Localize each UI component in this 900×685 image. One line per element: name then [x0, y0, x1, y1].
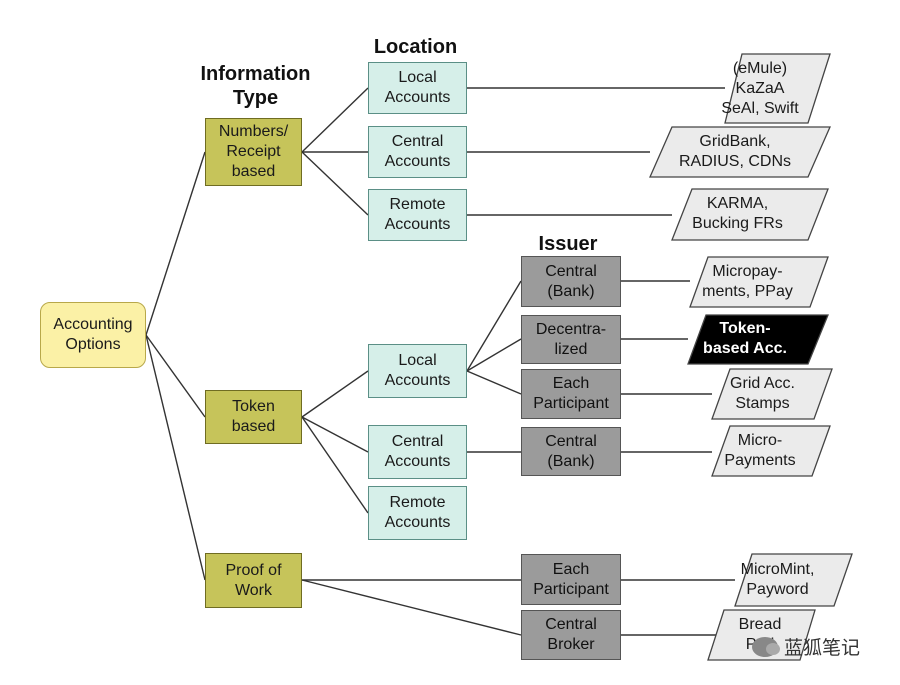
- header-location: Location: [373, 36, 458, 58]
- issuer-central-broker: Central Broker: [521, 610, 621, 660]
- connector-line: [145, 334, 206, 418]
- info-type-proof-of-work: Proof of Work: [205, 553, 302, 608]
- location-local-accounts-1: Local Accounts: [368, 62, 467, 114]
- connector-line: [466, 338, 522, 372]
- example-parallelogram: [724, 53, 831, 124]
- watermark: 蓝狐笔记: [752, 633, 860, 660]
- issuer-each-participant-2: Each Participant: [521, 554, 621, 605]
- connector-line: [145, 334, 206, 581]
- info-type-numbers-receipt: Numbers/ Receipt based: [205, 118, 302, 186]
- connector-line: [301, 370, 369, 418]
- example-parallelogram: [649, 126, 831, 178]
- root-accounting-options: Accounting Options: [40, 302, 146, 368]
- issuer-decentralized: Decentra- lized: [521, 315, 621, 364]
- issuer-each-participant-1: Each Participant: [521, 369, 621, 419]
- connector-line: [145, 151, 206, 336]
- example-parallelogram: [707, 609, 816, 661]
- example-parallelogram: [687, 314, 829, 365]
- example-parallelogram: [689, 256, 829, 308]
- issuer-central-bank-2: Central (Bank): [521, 427, 621, 476]
- location-remote-accounts-2: Remote Accounts: [368, 486, 467, 540]
- example-parallelogram: [711, 368, 833, 420]
- connector-line: [301, 579, 522, 636]
- wechat-icon: [752, 636, 780, 657]
- example-parallelogram: [734, 553, 853, 607]
- location-central-accounts-1: Central Accounts: [368, 126, 467, 178]
- header-information-type: Information Type: [200, 63, 311, 109]
- connector-line: [301, 416, 369, 514]
- watermark-text: 蓝狐笔记: [784, 637, 861, 659]
- info-type-token: Token based: [205, 390, 302, 444]
- issuer-central-bank-1: Central (Bank): [521, 256, 621, 307]
- connector-line: [301, 151, 369, 216]
- connector-line: [466, 280, 522, 372]
- connector-line: [301, 416, 369, 453]
- example-parallelogram: [711, 425, 831, 477]
- connector-line: [301, 87, 369, 153]
- header-issuer: Issuer: [538, 233, 598, 255]
- example-parallelogram: [671, 188, 829, 241]
- connector-line: [466, 370, 522, 395]
- location-remote-accounts-1: Remote Accounts: [368, 189, 467, 241]
- location-local-accounts-2: Local Accounts: [368, 344, 467, 398]
- location-central-accounts-2: Central Accounts: [368, 425, 467, 479]
